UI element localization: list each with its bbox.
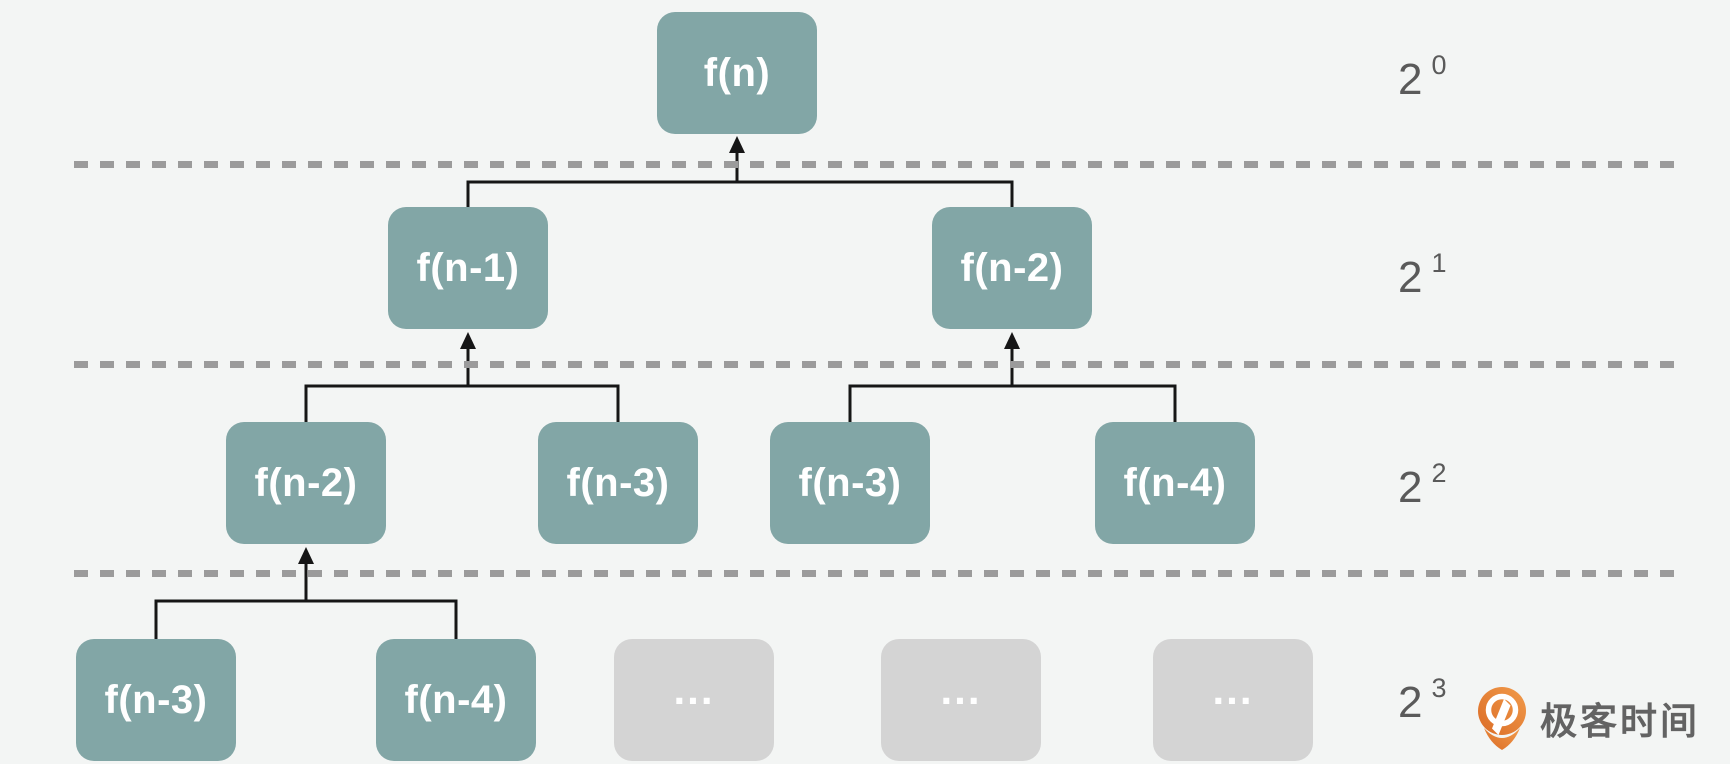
tree-node-f(n-2): f(n-2) xyxy=(226,422,386,544)
level-label-base: 2 xyxy=(1398,55,1423,104)
tree-node-f(n-4): f(n-4) xyxy=(1095,422,1255,544)
arrowhead-up-icon xyxy=(460,332,476,349)
tree-node-label: f(n-3) xyxy=(798,460,902,505)
tree-node-f(n-3): f(n-3) xyxy=(76,639,236,761)
level-label-exponent: 3 xyxy=(1431,673,1447,703)
edge-elbow xyxy=(466,180,1014,207)
edge-elbow xyxy=(304,384,620,422)
level-label-exponent: 1 xyxy=(1431,248,1447,278)
level-separator-2 xyxy=(74,361,1677,368)
tree-node-ellipsis: ... xyxy=(1153,639,1313,761)
tree-node-label: ... xyxy=(1212,666,1254,713)
tree-node-label: ... xyxy=(940,666,982,713)
level-separator-3 xyxy=(74,570,1677,577)
edge-elbow xyxy=(848,384,1177,422)
tree-node-f(n-4): f(n-4) xyxy=(376,639,536,761)
arrowhead-up-icon xyxy=(298,547,314,564)
level-label-exponent: 2 xyxy=(1431,458,1447,488)
level-label-exponent: 0 xyxy=(1431,50,1447,80)
tree-node-f(n-2): f(n-2) xyxy=(932,207,1092,329)
tree-node-label: f(n-4) xyxy=(404,677,508,722)
geektime-logo-icon xyxy=(1478,687,1526,750)
tree-node-f(n): f(n) xyxy=(657,12,817,134)
tree-node-label: f(n-2) xyxy=(254,460,358,505)
level-separator-1 xyxy=(74,161,1677,168)
tree-node-label: f(n-4) xyxy=(1123,460,1227,505)
geektime-logo-text: 极客时间 xyxy=(1540,701,1700,742)
tree-node-label: f(n-3) xyxy=(566,460,670,505)
tree-node-label: f(n-1) xyxy=(416,245,520,290)
tree-node-f(n-3): f(n-3) xyxy=(770,422,930,544)
edge-elbow xyxy=(154,599,458,639)
arrowhead-up-icon xyxy=(1004,332,1020,349)
geektime-logo: 极客时间 xyxy=(1476,686,1700,750)
tree-node-f(n-3): f(n-3) xyxy=(538,422,698,544)
arrowhead-up-icon xyxy=(729,136,745,153)
level-label-base: 2 xyxy=(1398,678,1423,727)
tree-node-ellipsis: ... xyxy=(614,639,774,761)
tree-node-label: f(n-3) xyxy=(104,677,208,722)
tree-node-label: ... xyxy=(673,666,715,713)
level-label-base: 2 xyxy=(1398,253,1423,302)
tree-node-label: f(n-2) xyxy=(960,245,1064,290)
tree-node-f(n-1): f(n-1) xyxy=(388,207,548,329)
tree-node-ellipsis: ... xyxy=(881,639,1041,761)
tree-node-label: f(n) xyxy=(703,50,771,95)
level-label-base: 2 xyxy=(1398,463,1423,512)
